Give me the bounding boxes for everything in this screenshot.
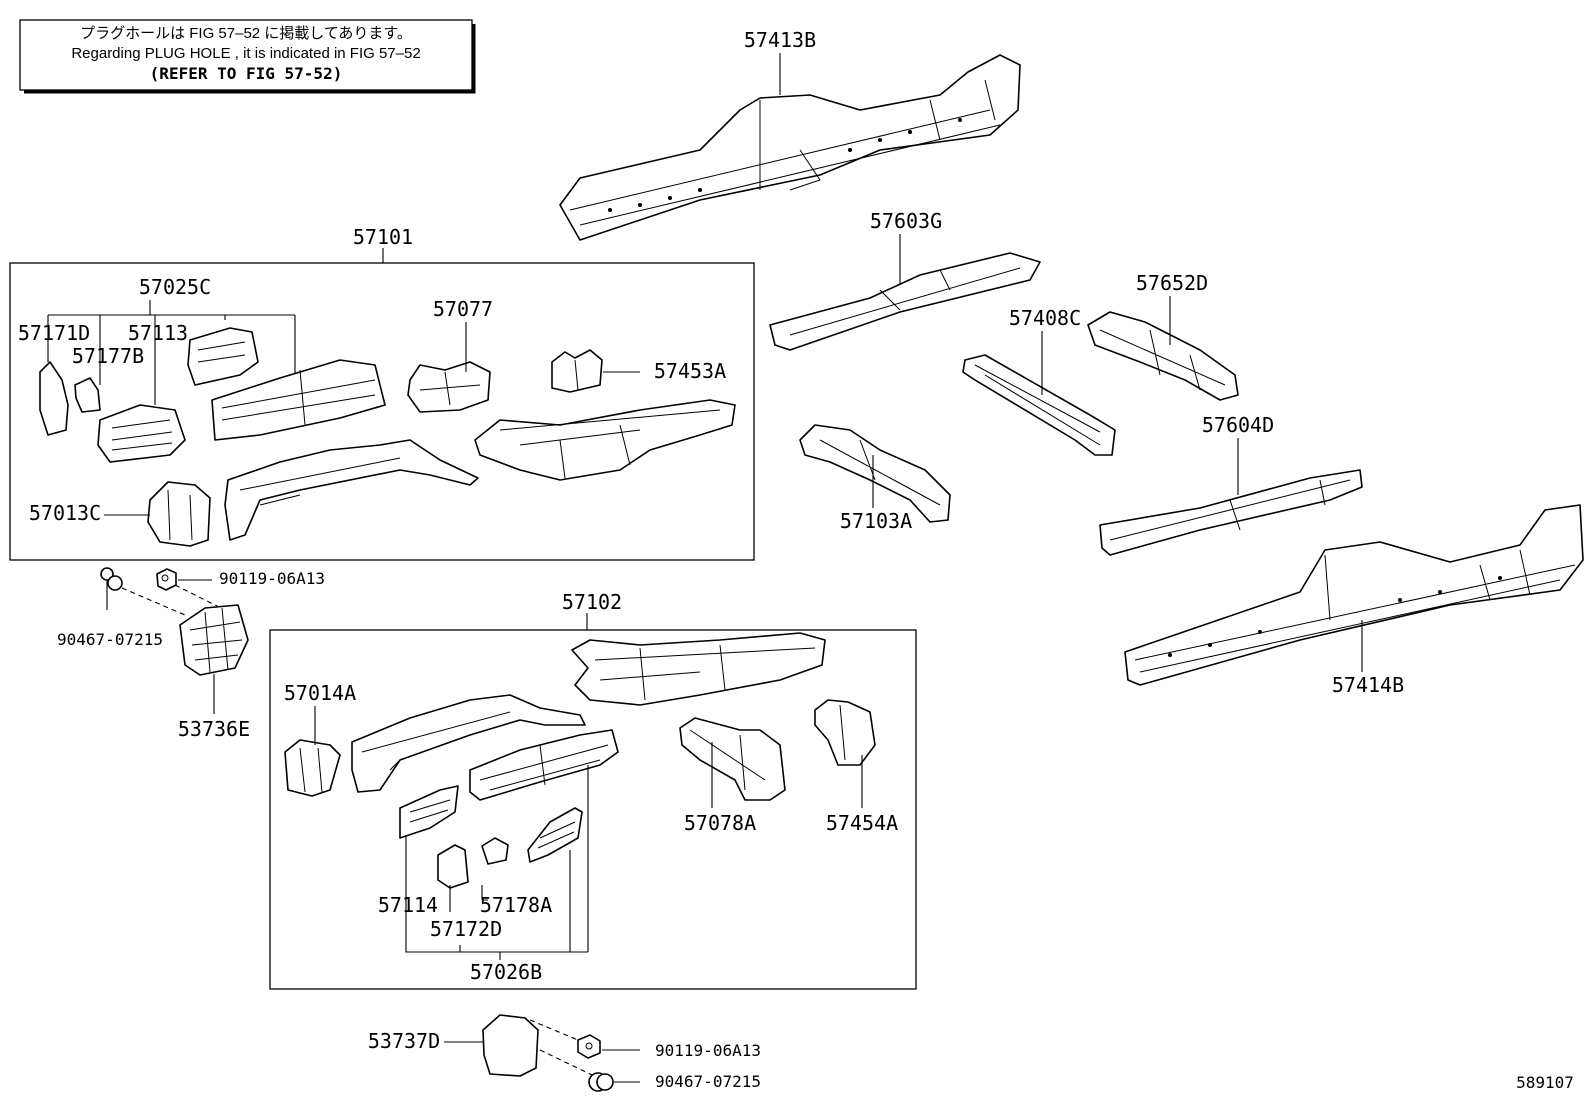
- group-label-57025c: 57025C: [139, 275, 211, 299]
- label-57013c: 57013C: [29, 501, 101, 525]
- figure-id: 589107: [1516, 1073, 1574, 1092]
- part-front-side-member-lower-drawing: [351, 694, 586, 793]
- bolt-90119-right-drawing: [577, 1034, 601, 1059]
- part-57077-drawing: [407, 361, 491, 413]
- part-53737d-drawing: [482, 1014, 539, 1077]
- group-box-57101: [9, 262, 755, 561]
- part-57172d-drawing: [437, 844, 469, 889]
- part-57078a-drawing: [679, 717, 786, 801]
- label-57177b: 57177B: [72, 344, 144, 368]
- part-rear-side-member-drawing: [474, 399, 736, 481]
- bolt-90467-right-drawing: [588, 1072, 614, 1092]
- part-57652d-drawing: [1087, 311, 1239, 401]
- part-57413b-drawing: [559, 54, 1021, 241]
- label-57178a: 57178A: [480, 893, 552, 917]
- label-57603g: 57603G: [870, 209, 942, 233]
- part-57454a-drawing: [814, 699, 876, 766]
- label-57454a: 57454A: [826, 811, 898, 835]
- label-57014a: 57014A: [284, 681, 356, 705]
- label-57414b: 57414B: [1332, 673, 1404, 697]
- label-57103a: 57103A: [840, 509, 912, 533]
- label-90119-06a13-right: 90119-06A13: [655, 1041, 761, 1060]
- label-90467-07215-left: 90467-07215: [57, 630, 163, 649]
- part-57177b-drawing: [74, 377, 101, 413]
- label-57171d: 57171D: [18, 321, 90, 345]
- reference-note: プラグホールは FIG 57–52 に掲載してあります。 Regarding P…: [19, 19, 476, 94]
- note-line-3: (REFER TO FIG 57-52): [150, 64, 343, 83]
- label-53737d: 53737D: [368, 1029, 440, 1053]
- part-57026b-small-drawing: [527, 807, 583, 863]
- part-front-side-member-drawing: [224, 439, 479, 541]
- label-57408c: 57408C: [1009, 306, 1081, 330]
- label-57453a: 57453A: [654, 359, 726, 383]
- part-57604d-drawing: [1099, 469, 1363, 556]
- group-label-57026b: 57026B: [470, 960, 542, 984]
- label-90467-07215-right: 90467-07215: [655, 1072, 761, 1091]
- part-57113-drawing: [97, 404, 186, 463]
- label-57077: 57077: [433, 297, 493, 321]
- part-57103a-drawing: [799, 424, 951, 523]
- bolt-90119-left-drawing: [156, 568, 177, 591]
- part-53736e-drawing: [179, 604, 249, 676]
- part-57603g-drawing: [769, 252, 1041, 351]
- part-57025c-upper-drawing: [187, 327, 259, 386]
- label-57172d: 57172D: [430, 917, 502, 941]
- part-57026b-main-drawing: [469, 729, 619, 801]
- label-90119-06a13-left: 90119-06A13: [219, 569, 325, 588]
- part-57114-drawing: [399, 785, 459, 839]
- label-57604d: 57604D: [1202, 413, 1274, 437]
- part-57414b-drawing: [1124, 504, 1584, 686]
- label-57114: 57114: [378, 893, 438, 917]
- note-line-2: Regarding PLUG HOLE , it is indicated in…: [71, 45, 420, 62]
- part-57013c-drawing: [147, 481, 211, 547]
- label-57413b: 57413B: [744, 28, 816, 52]
- label-53736e: 53736E: [178, 717, 250, 741]
- part-57453a-drawing: [551, 349, 603, 393]
- group-box-57102: [269, 629, 917, 990]
- part-57025c-main-drawing: [211, 359, 386, 441]
- part-57408c-drawing: [962, 354, 1116, 456]
- group-label-57102: 57102: [562, 590, 622, 614]
- label-57078a: 57078A: [684, 811, 756, 835]
- group-label-57101: 57101: [353, 225, 413, 249]
- note-line-1: プラグホールは FIG 57–52 に掲載してあります。: [80, 25, 412, 42]
- part-57171d-drawing: [39, 361, 69, 436]
- label-57652d: 57652D: [1136, 271, 1208, 295]
- label-57113: 57113: [128, 321, 188, 345]
- part-57178a-drawing: [481, 837, 509, 865]
- part-front-upper-member-drawing: [571, 632, 826, 706]
- part-57014a-drawing: [284, 739, 341, 797]
- bolt-90467-left-drawing: [100, 567, 123, 591]
